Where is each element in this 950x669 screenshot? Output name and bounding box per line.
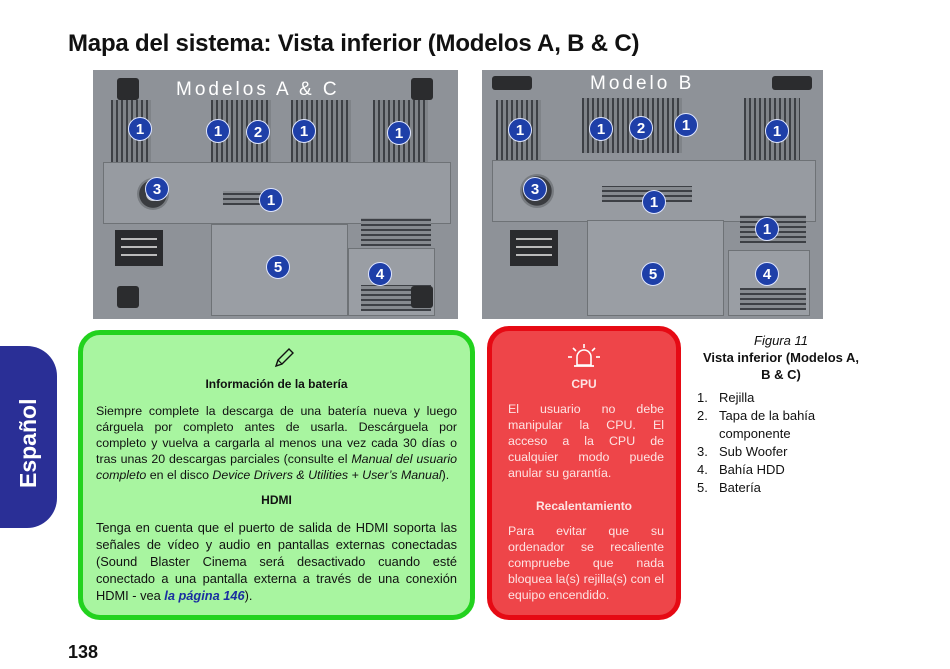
callout-1: 1 — [755, 217, 779, 241]
legend-label: Rejilla — [719, 390, 755, 405]
legend-label: Batería — [719, 480, 761, 495]
callout-1: 1 — [387, 121, 411, 145]
legend-number: 1. — [697, 390, 708, 405]
callout-3: 3 — [145, 177, 169, 201]
legend-item: componente — [697, 425, 815, 443]
legend-number: 4. — [697, 462, 708, 477]
callout-1: 1 — [674, 113, 698, 137]
hdmi-heading: HDMI — [261, 493, 292, 507]
bottom-view-photo-model-b: Modelo B 1 1 2 1 1 3 1 1 5 4 — [482, 70, 823, 319]
callout-1: 1 — [642, 190, 666, 214]
battery-text-part: en el disco — [146, 468, 213, 482]
rubber-foot — [117, 286, 139, 308]
manual-title: Manual del usuario completo — [96, 452, 457, 482]
callout-1: 1 — [128, 117, 152, 141]
rubber-foot — [411, 78, 433, 100]
legend-item: 2. Tapa de la bahía — [697, 407, 815, 425]
language-side-tab: Español — [0, 346, 57, 528]
overheat-text: Para evitar que su ordenador se recalien… — [508, 524, 664, 602]
callout-1: 1 — [765, 119, 789, 143]
legend-label: Tapa de la bahía — [719, 408, 816, 423]
warning-light-icon — [568, 344, 600, 367]
callout-2: 2 — [629, 116, 653, 140]
bottom-view-photo-models-a-c: Modelos A & C 1 1 2 1 1 3 1 5 4 — [93, 70, 458, 319]
legend-label: Bahía HDD — [719, 462, 785, 477]
legend-item: 4. Bahía HDD — [697, 461, 815, 479]
callout-4: 4 — [368, 262, 392, 286]
battery-hdmi-note: Información de la batería Siempre comple… — [78, 330, 475, 620]
figure-number: Figura 11 — [754, 333, 808, 348]
overheat-heading: Recalentamiento — [535, 499, 633, 513]
legend-number: 3. — [697, 444, 708, 459]
figure-title-line-2: B & C) — [761, 367, 801, 382]
rubber-foot — [117, 78, 139, 100]
hdmi-text-part: ). — [244, 588, 253, 603]
disc-title: Device Drivers & Utilities + User’s Manu… — [212, 468, 442, 482]
callout-1: 1 — [259, 188, 283, 212]
callout-3: 3 — [523, 177, 547, 201]
legend-label: componente — [719, 426, 791, 441]
callout-1: 1 — [206, 119, 230, 143]
callout-1: 1 — [589, 117, 613, 141]
language-label: Español — [15, 398, 41, 488]
battery-text: Siempre complete la descarga de una bate… — [96, 403, 457, 483]
pencil-icon — [274, 348, 294, 368]
callout-1: 1 — [508, 118, 532, 142]
legend-item: 3. Sub Woofer — [697, 443, 815, 461]
vent — [740, 288, 806, 310]
callout-2: 2 — [246, 120, 270, 144]
page-title: Mapa del sistema: Vista inferior (Modelo… — [68, 30, 640, 57]
battery-panel — [211, 224, 348, 316]
legend-item: 5. Batería — [697, 479, 815, 497]
model-label-b: Modelo B — [590, 73, 695, 94]
figure-title-line-1: Vista inferior (Modelos A, — [702, 350, 860, 365]
label-sticker — [510, 230, 558, 266]
hdmi-text: Tenga en cuenta que el puerto de salida … — [96, 519, 457, 604]
vent — [361, 218, 431, 246]
rubber-foot — [772, 76, 812, 90]
legend-label: Sub Woofer — [719, 444, 788, 459]
legend-number: 2. — [697, 408, 708, 423]
cpu-heading: CPU — [571, 377, 597, 391]
figure-legend: 1.Rejilla 2.Tapa de la bahía componente … — [697, 389, 815, 497]
label-sticker — [115, 230, 163, 266]
legend-number — [697, 425, 719, 443]
battery-heading: Información de la batería — [205, 377, 348, 391]
callout-1: 1 — [292, 119, 316, 143]
model-label-a-c: Modelos A & C — [176, 79, 340, 100]
figure-caption: Figura 11 Vista inferior (Modelos A, B &… — [696, 332, 866, 383]
rubber-foot — [492, 76, 532, 90]
legend-item: 1. Rejilla — [697, 389, 815, 407]
callout-4: 4 — [755, 262, 779, 286]
page-number: 138 — [68, 642, 99, 662]
page-146-link[interactable]: la página 146 — [164, 588, 245, 603]
cpu-text: El usuario no debe manipular la CPU. El … — [508, 402, 664, 480]
legend-number: 5. — [697, 480, 708, 495]
callout-5: 5 — [641, 262, 665, 286]
cpu-overheat-warning: CPU El usuario no debe manipular la CPU.… — [487, 326, 681, 620]
battery-text-part: Siempre complete la descarga de una bate… — [96, 404, 457, 466]
callout-5: 5 — [266, 255, 290, 279]
battery-text-part: ). — [441, 468, 450, 482]
rubber-foot — [411, 286, 433, 308]
hdmi-text-part: Tenga en cuenta que el puerto de salida … — [96, 520, 457, 603]
